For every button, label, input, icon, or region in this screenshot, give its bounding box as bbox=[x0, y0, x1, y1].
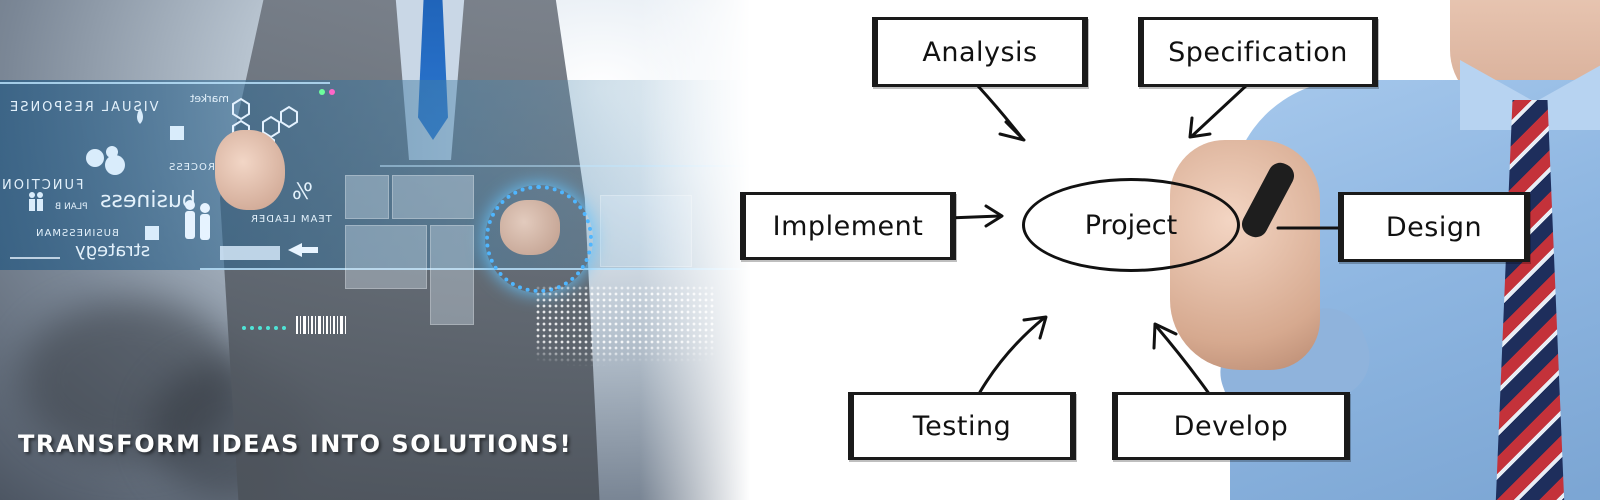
node-design: Design bbox=[1338, 192, 1530, 262]
arrowhead bbox=[998, 120, 1026, 142]
node-specification: Specification bbox=[1138, 17, 1378, 87]
arrowhead bbox=[1022, 315, 1048, 340]
tech-businessman-photo: VISUAL RESPONSE FUNCTION business PLAN B… bbox=[0, 0, 760, 500]
node-develop: Develop bbox=[1112, 392, 1350, 460]
arrow-testing-to-project bbox=[978, 316, 1046, 394]
node-analysis: Analysis bbox=[872, 17, 1088, 87]
man-with-marker-photo bbox=[1150, 0, 1600, 500]
arrowhead bbox=[984, 204, 1004, 228]
arrow-implement-to-project bbox=[946, 214, 1002, 220]
people-icon bbox=[29, 192, 43, 211]
status-light-icon bbox=[319, 89, 325, 95]
crowd-icon bbox=[220, 246, 280, 260]
pointing-hand bbox=[215, 130, 285, 210]
dotted-line-icon bbox=[242, 326, 286, 330]
status-light-icon bbox=[329, 89, 335, 95]
puzzle-icon bbox=[145, 226, 159, 240]
ui-tile bbox=[345, 225, 427, 289]
arrowhead bbox=[1188, 116, 1212, 139]
drop-icon bbox=[137, 108, 143, 124]
touching-hand bbox=[500, 200, 560, 255]
ui-tile bbox=[392, 175, 474, 219]
arrow-develop-to-project bbox=[1154, 324, 1212, 397]
hud-graphics bbox=[10, 89, 346, 334]
hud-line bbox=[200, 268, 760, 270]
arrow-specification-to-project bbox=[1190, 82, 1250, 138]
puzzle-icon bbox=[170, 126, 184, 140]
node-implement: Implement bbox=[740, 192, 956, 260]
arrow-left-icon bbox=[288, 243, 318, 257]
hud-line bbox=[0, 82, 330, 84]
node-testing: Testing bbox=[848, 392, 1076, 460]
tagline: TRANSFORM IDEAS INTO SOLUTIONS! bbox=[18, 430, 573, 458]
barcode-icon bbox=[296, 316, 346, 334]
ui-tile bbox=[345, 175, 389, 219]
node-project: Project bbox=[1022, 178, 1240, 272]
ui-tile bbox=[430, 225, 474, 325]
team-icon bbox=[185, 200, 210, 240]
arrowhead bbox=[1152, 322, 1178, 350]
gears-icon bbox=[86, 146, 125, 175]
hud-line bbox=[380, 165, 760, 167]
holographic-interface bbox=[0, 80, 760, 270]
